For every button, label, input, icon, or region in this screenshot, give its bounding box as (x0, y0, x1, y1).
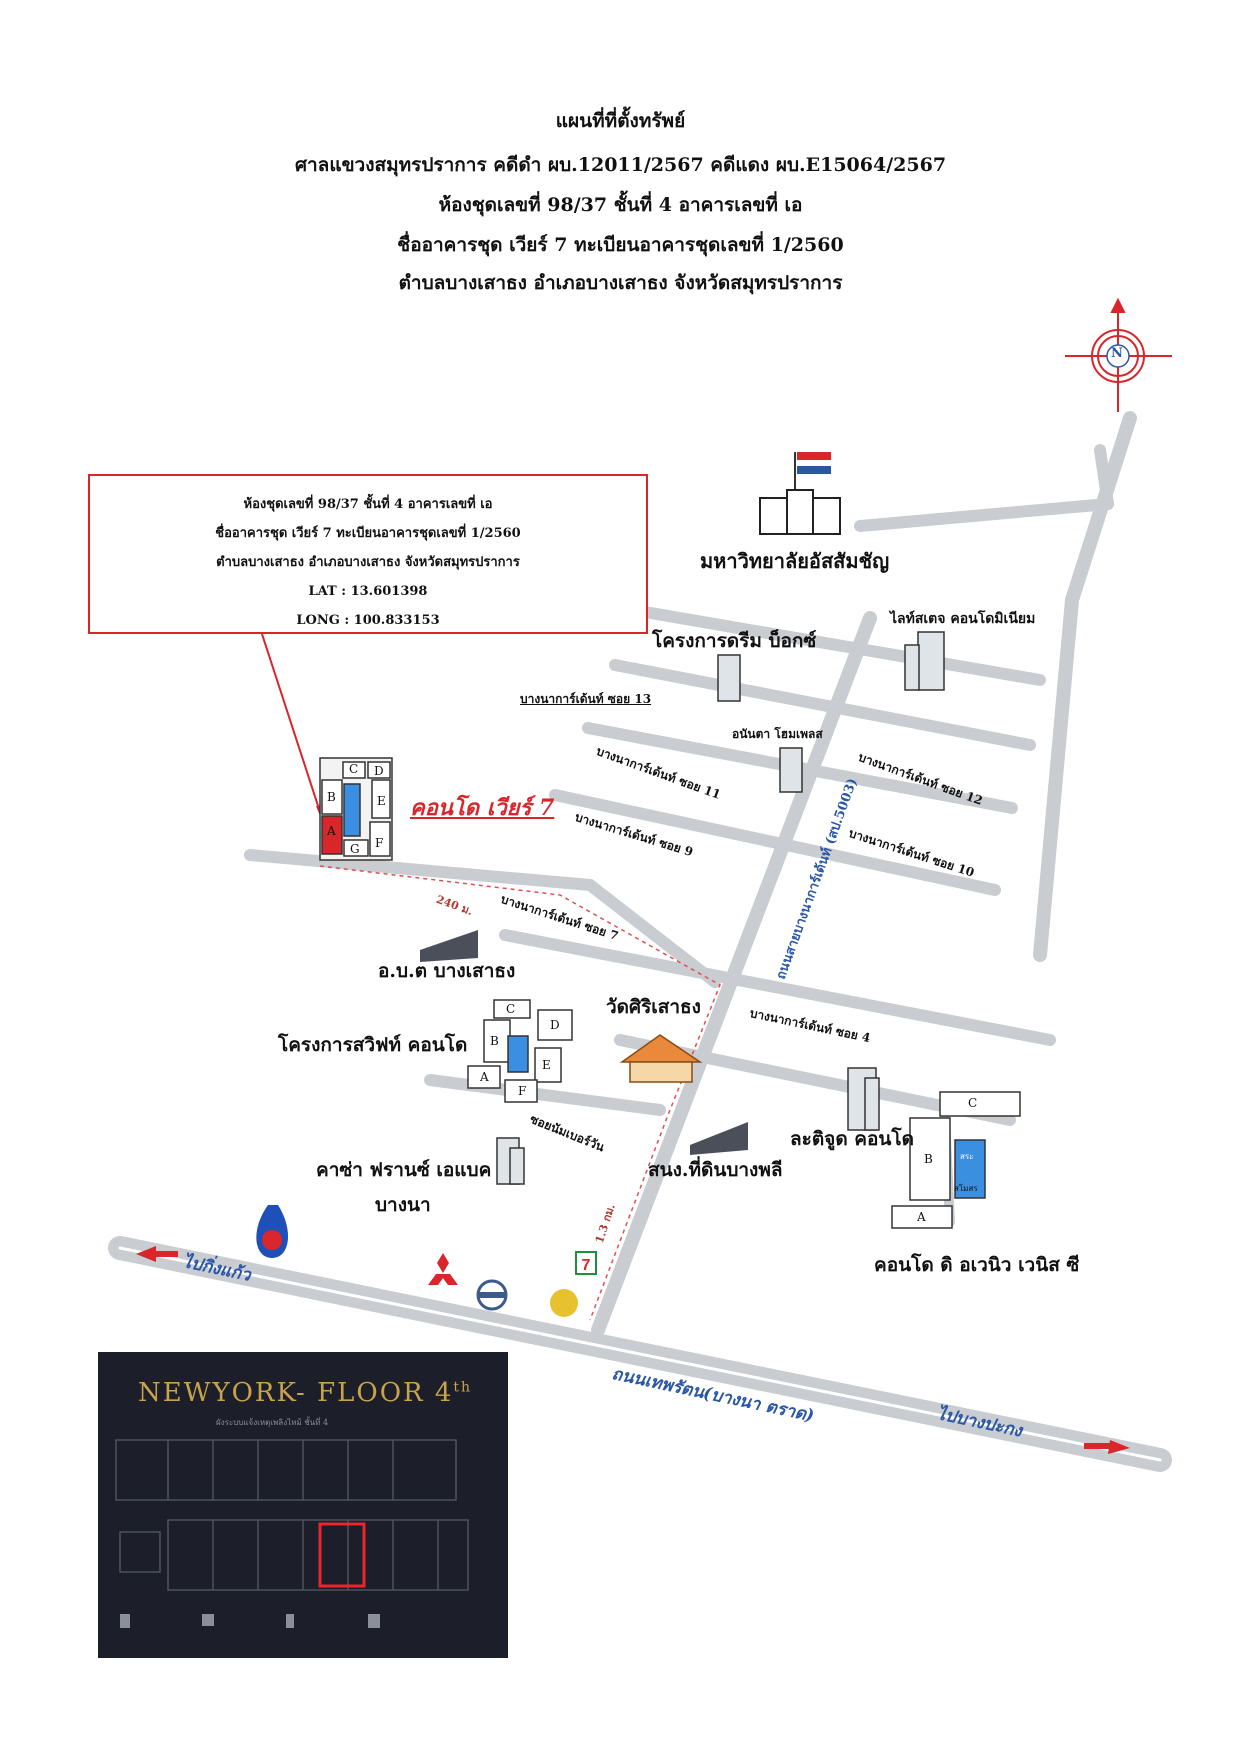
info-unit: ห้องชุดเลขที่ 98/37 ชั้นที่ 4 อาคารเลขที… (243, 497, 493, 512)
label-latitude: ละติจูด คอนโด (790, 1128, 914, 1150)
road-thepparat-edge (118, 1246, 1162, 1462)
road-east (1033, 411, 1137, 962)
avenue-block-b: B (924, 1152, 933, 1166)
wier-block-f: F (375, 836, 384, 850)
label-lightstyle: ไลท์สเตจ คอนโดมิเนียม (890, 611, 1036, 627)
label-dream-box: โครงการดรีม บ็อกซ์ (652, 630, 817, 652)
mitsubishi-logo-icon (428, 1253, 458, 1285)
wier-block-e: E (377, 794, 386, 808)
avenue-pool-label: สระ (960, 1152, 974, 1161)
label-condo-wier: คอนโด เวียร์ 7 (410, 795, 555, 821)
label-wat: วัดศิริเสาธง (606, 996, 701, 1018)
arrow-right-icon (1108, 1440, 1130, 1454)
volvo-logo-icon (476, 1279, 508, 1311)
court-case-line: ศาลแขวงสมุทรปราการ คดีดำ ผบ.12011/2567 ค… (294, 154, 947, 176)
map-title: แผนที่ที่ตั้งทรัพย์ (555, 110, 686, 132)
info-long: LONG : 100.833153 (296, 613, 440, 628)
road-wier (244, 849, 721, 988)
floor-plan-title: NEWYORK- FLOOR 4th (138, 1378, 473, 1408)
road-label-soi13: บางนาการ์เด้นท์ ซอย 13 (520, 692, 652, 706)
label-the-avenue: คอนโด ดิ อเวนิว เวนิส ซี (874, 1254, 1080, 1276)
road-soi9 (549, 789, 1001, 896)
floor-plan-highlight (318, 1522, 366, 1588)
label-casa-line1: คาซ่า ฟรานซ์ เอแบค (316, 1159, 492, 1181)
swift-block-f: F (518, 1084, 527, 1098)
label-swift: โครงการสวิฟท์ คอนโด (278, 1034, 468, 1056)
seven-eleven-logo-icon: 7 (575, 1251, 597, 1275)
label-anunta: อนันตา โฮมเพลส (732, 727, 823, 741)
property-info-box: ห้องชุดเลขที่ 98/37 ชั้นที่ 4 อาคารเลขที… (88, 474, 648, 634)
floor-plan-subtitle: ผังระบบแจ้งเหตุเพลิงไหม้ ชั้นที่ 4 (216, 1418, 329, 1427)
avenue-site-plan (891, 1091, 1021, 1229)
compass-letter: N (1111, 346, 1123, 361)
floor-plan-photo: NEWYORK- FLOOR 4th ผังระบบแจ้งเหตุเพลิงไ… (98, 1352, 508, 1658)
location-line: ตำบลบางเสาธง อำเภอบางเสาธง จังหวัดสมุทรป… (398, 272, 843, 294)
wier-block-d: D (374, 764, 384, 778)
unit-line: ห้องชุดเลขที่ 98/37 ชั้นที่ 4 อาคารเลขที… (438, 194, 803, 216)
avenue-block-a: A (917, 1210, 926, 1224)
avenue-block-c: C (968, 1096, 978, 1110)
road-soi-number-one (424, 1074, 666, 1116)
temple-icon (619, 1034, 703, 1083)
bank-logo-icon (550, 1289, 578, 1317)
wier-block-b: B (327, 790, 336, 804)
label-land-office: สนง.ที่ดินบางพลี (648, 1159, 783, 1181)
road-soi7 (499, 929, 1056, 1046)
road-university (854, 498, 1114, 532)
wier-site-plan (319, 757, 393, 861)
swift-block-e: E (542, 1058, 551, 1072)
info-lat: LAT : 13.601398 (308, 584, 428, 599)
road-uni-conn (1094, 444, 1114, 510)
wier-block-g: G (350, 842, 360, 856)
swift-block-a: A (480, 1070, 489, 1084)
road-soi13 (609, 659, 1036, 751)
gas-station-icon (256, 1205, 289, 1258)
info-location: ตำบลบางเสาธง อำเภอบางเสาธง จังหวัดสมุทรป… (216, 555, 520, 570)
label-university: มหาวิทยาลัยอัสสัมชัญ (700, 549, 890, 573)
avenue-club-label: สโมสร (954, 1184, 978, 1193)
floor-plan-drawing (115, 1439, 469, 1628)
label-casa-line2: บางนา (375, 1194, 431, 1216)
swift-block-c: C (506, 1002, 516, 1016)
condo-tower-icons (496, 631, 945, 1185)
svg-text:7: 7 (582, 1257, 591, 1274)
info-pointer-arrow (261, 633, 323, 819)
office-building-icons (420, 930, 748, 1155)
building-line: ชื่ออาคารชุด เวียร์ 7 ทะเบียนอาคารชุดเลข… (397, 234, 844, 256)
swift-block-d: D (550, 1018, 560, 1032)
swift-block-b: B (490, 1034, 499, 1048)
label-obt: อ.บ.ต บางเสาธง (378, 960, 516, 982)
route-dashed (319, 865, 721, 1321)
floor-plan-title-sup: th (453, 1379, 473, 1396)
arrow-left-icon (136, 1246, 156, 1262)
info-building: ชื่ออาคารชุด เวียร์ 7 ทะเบียนอาคารชุดเลข… (215, 526, 521, 541)
university-building-icon (759, 452, 841, 535)
wier-block-c: C (349, 762, 359, 776)
road-top (639, 606, 1046, 686)
swift-site-plan (467, 999, 573, 1103)
wier-block-a: A (327, 824, 336, 838)
